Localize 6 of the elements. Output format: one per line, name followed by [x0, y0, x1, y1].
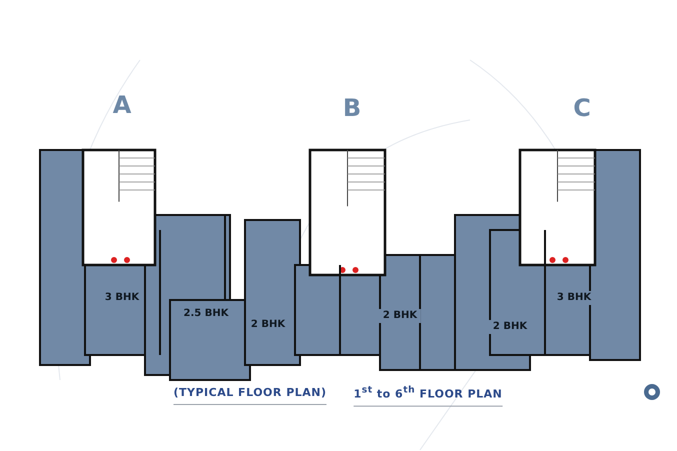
unit-type-label: 2 BHK	[378, 309, 422, 323]
wing-letter: C	[573, 96, 591, 120]
wing-letter: B	[342, 96, 362, 120]
wing-letter: A	[112, 93, 132, 117]
plan-subtitle: 1$^{st}$ to 6$^{th}$ FLOOR PLAN	[354, 386, 502, 406]
plan-title: (TYPICAL FLOOR PLAN)	[173, 387, 327, 405]
